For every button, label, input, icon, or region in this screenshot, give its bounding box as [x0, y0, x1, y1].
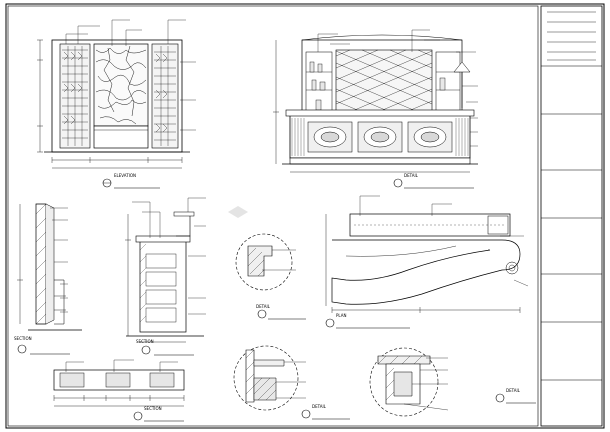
shelf-vase — [439, 77, 446, 91]
counter-plinth — [289, 157, 471, 165]
view-tag: SECTION — [136, 339, 154, 344]
view-detail-a: DETAIL — [235, 233, 306, 320]
view-number-bubble — [495, 393, 505, 403]
view-tag: DETAIL — [256, 304, 271, 309]
section-2-callouts — [132, 197, 206, 315]
detail-a-callouts — [262, 249, 296, 271]
drawing-area-frame — [7, 5, 539, 427]
desk-drawers — [145, 253, 177, 323]
detail-rail — [253, 359, 285, 367]
marble-veining — [95, 45, 147, 125]
curved-desk-inner-line — [345, 245, 457, 257]
diamond-tufted-panel — [335, 49, 433, 113]
detail-boundary-circle — [369, 347, 439, 417]
view-number-bubble — [133, 411, 143, 421]
view-tag: SECTION — [14, 336, 32, 341]
view-number-bubble — [141, 345, 151, 355]
wall-cladding-profile — [45, 203, 55, 325]
view-tag: DETAIL — [404, 173, 419, 178]
elevation-1-callouts — [65, 19, 196, 131]
marble-feature-wall — [93, 43, 149, 127]
view-tag: ELEVATION — [114, 173, 136, 178]
view-plan-small: SECTION — [53, 359, 185, 422]
view-section-1: SECTION — [14, 203, 82, 355]
view-tag: DETAIL — [506, 388, 521, 393]
detail-c-callouts — [403, 357, 449, 411]
desk-end-column — [505, 261, 519, 275]
diamond-grid — [335, 49, 433, 113]
lattice-pattern-right — [154, 46, 176, 146]
crown-arch — [301, 34, 463, 41]
detail-c-hatch — [377, 355, 423, 401]
counter-medallions — [307, 121, 453, 153]
counter-section — [54, 279, 65, 325]
small-plan-dims — [53, 395, 185, 407]
watermark-logo — [228, 206, 248, 218]
detail-b-callouts — [276, 361, 306, 399]
wall-section — [35, 203, 47, 325]
view-number-bubble — [257, 309, 267, 319]
shelf-section — [54, 295, 66, 311]
view-section-2: SECTION — [125, 197, 206, 356]
desk-end-column-inner — [508, 264, 516, 272]
view-tag: PLAN — [336, 313, 346, 318]
counter-top — [285, 109, 475, 117]
curved-desk-outline — [331, 239, 521, 305]
raised-counter-top — [173, 211, 195, 217]
view-number-bubble — [393, 178, 403, 188]
view-tag: DETAIL — [312, 404, 327, 409]
counter-fluting — [291, 118, 469, 156]
section-hatch — [35, 203, 47, 325]
title-block — [540, 5, 603, 427]
sheet-frame — [5, 3, 605, 429]
detail-inner-panel — [393, 371, 413, 397]
plan-callouts — [359, 195, 529, 287]
right-display-shelf — [435, 51, 461, 113]
detail-boundary-circle — [235, 233, 293, 291]
detail-countertop — [377, 355, 431, 365]
section-1-callouts — [50, 207, 68, 313]
plan-sink-box — [487, 215, 509, 235]
lattice-pattern-left — [62, 46, 88, 146]
view-detail-c: DETAIL — [369, 347, 536, 417]
detail-post — [245, 349, 255, 403]
desk-hatch — [139, 243, 147, 323]
view-number-bubble — [325, 318, 335, 328]
raised-counter-section — [176, 213, 191, 237]
view-plan: PLAN — [325, 195, 529, 329]
detail-boundary-circle — [233, 345, 299, 411]
view-tag: SECTION — [144, 406, 162, 411]
detail-block — [253, 377, 277, 401]
detail-hatch — [247, 247, 265, 277]
view-elevation-1: ELEVATION — [37, 19, 196, 189]
view-elevation-2: DETAIL — [273, 29, 478, 189]
elevation-2-callouts — [317, 29, 478, 147]
detail-profile — [247, 245, 273, 277]
view-number-bubble — [301, 409, 311, 419]
view-detail-b: DETAIL — [233, 345, 350, 420]
small-plan-callouts — [65, 359, 178, 372]
reception-counter-base — [93, 125, 149, 149]
small-plan-segments — [59, 372, 175, 388]
detail-b-hatch — [245, 349, 277, 401]
desk-top-section — [135, 235, 191, 243]
shelf-vases — [309, 61, 326, 111]
watermark — [228, 206, 248, 218]
view-number-bubble — [17, 344, 27, 354]
title-block-frame — [540, 5, 603, 427]
